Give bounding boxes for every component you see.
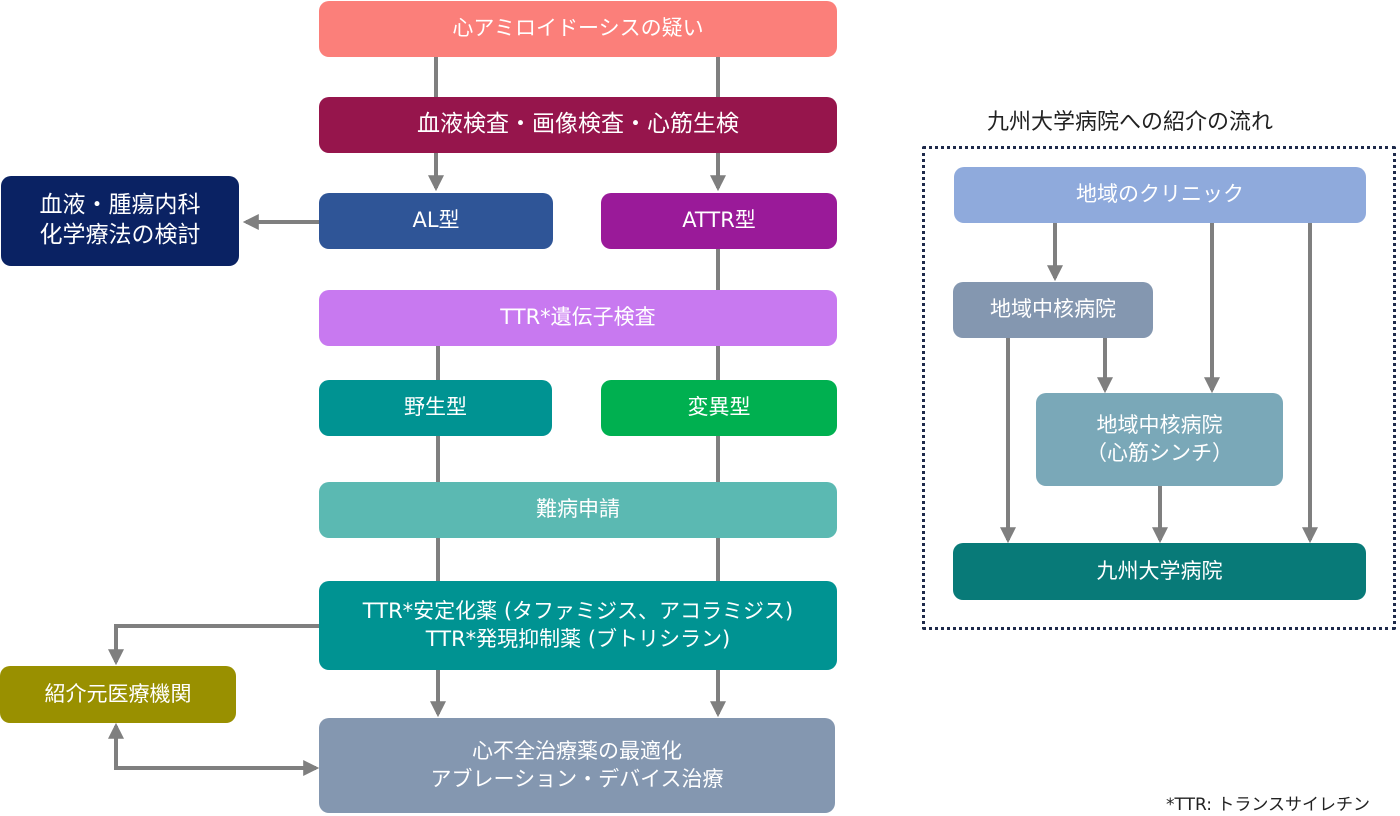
ttr-drugs-line-1: TTR*安定化薬 (タファミジス、アコラミジス) (362, 599, 794, 624)
heart-failure-line-1: 心不全治療薬の最適化 (472, 739, 682, 764)
core-hospital-scinti-line-2: （心筋シンチ） (1086, 440, 1233, 465)
gene-test-box: TTR*遺伝子検査 (319, 290, 837, 346)
university-hospital-label: 九州大学病院 (1096, 558, 1223, 583)
tests-box: 血液検査・画像検査・心筋生検 (319, 97, 837, 153)
ttr-drugs-line-2: TTR*発現抑制薬 (ブトリシラン) (425, 626, 731, 651)
hematology-line-2: 化学療法の検討 (39, 222, 201, 248)
referral-flow-title: 九州大学病院への紹介の流れ (987, 110, 1274, 135)
hematology-line-1: 血液・腫瘍内科 (39, 192, 201, 219)
hematology-box: 血液・腫瘍内科 化学療法の検討 (1, 176, 239, 266)
al-type-box: AL型 (319, 193, 553, 249)
wild-type-label: 野生型 (404, 395, 467, 420)
suspicion-label: 心アミロイドーシスの疑い (452, 16, 704, 41)
arrow-referring-heartfailure (108, 722, 320, 776)
gene-test-label: TTR*遺伝子検査 (500, 305, 656, 330)
al-type-label: AL型 (412, 208, 460, 233)
ttr-footnote: *TTR: トランスサイレチン (1166, 795, 1371, 815)
intractable-disease-box: 難病申請 (319, 482, 837, 538)
core-hospital-label: 地域中核病院 (990, 297, 1116, 322)
university-hospital-box: 九州大学病院 (953, 543, 1366, 600)
ttr-drugs-box: TTR*安定化薬 (タファミジス、アコラミジス) TTR*発現抑制薬 (ブトリシ… (319, 581, 837, 670)
core-hospital-scinti-line-1: 地域中核病院 (1096, 413, 1223, 438)
referring-institution-box: 紹介元医療機関 (0, 666, 236, 723)
suspicion-box: 心アミロイドーシスの疑い (319, 1, 837, 57)
referring-institution-label: 紹介元医療機関 (44, 681, 192, 706)
heart-failure-line-2: アブレーション・デバイス治療 (430, 766, 724, 791)
core-hospital-box: 地域中核病院 (953, 282, 1153, 338)
referral-flow-frame (922, 146, 1396, 630)
intractable-disease-label: 難病申請 (536, 497, 620, 522)
attr-type-box: ATTR型 (601, 193, 837, 249)
arrow-drugs-referring (108, 624, 320, 666)
attr-type-label: ATTR型 (682, 208, 756, 233)
clinic-box: 地域のクリニック (954, 167, 1366, 223)
core-hospital-scinti-box: 地域中核病院 （心筋シンチ） (1036, 393, 1283, 486)
variant-type-label: 変異型 (687, 395, 751, 420)
tests-label: 血液検査・画像検査・心筋生検 (417, 111, 739, 138)
wild-type-box: 野生型 (319, 380, 552, 436)
heart-failure-box: 心不全治療薬の最適化 アブレーション・デバイス治療 (319, 718, 835, 813)
clinic-label: 地域のクリニック (1076, 182, 1244, 207)
variant-type-box: 変異型 (601, 380, 837, 436)
